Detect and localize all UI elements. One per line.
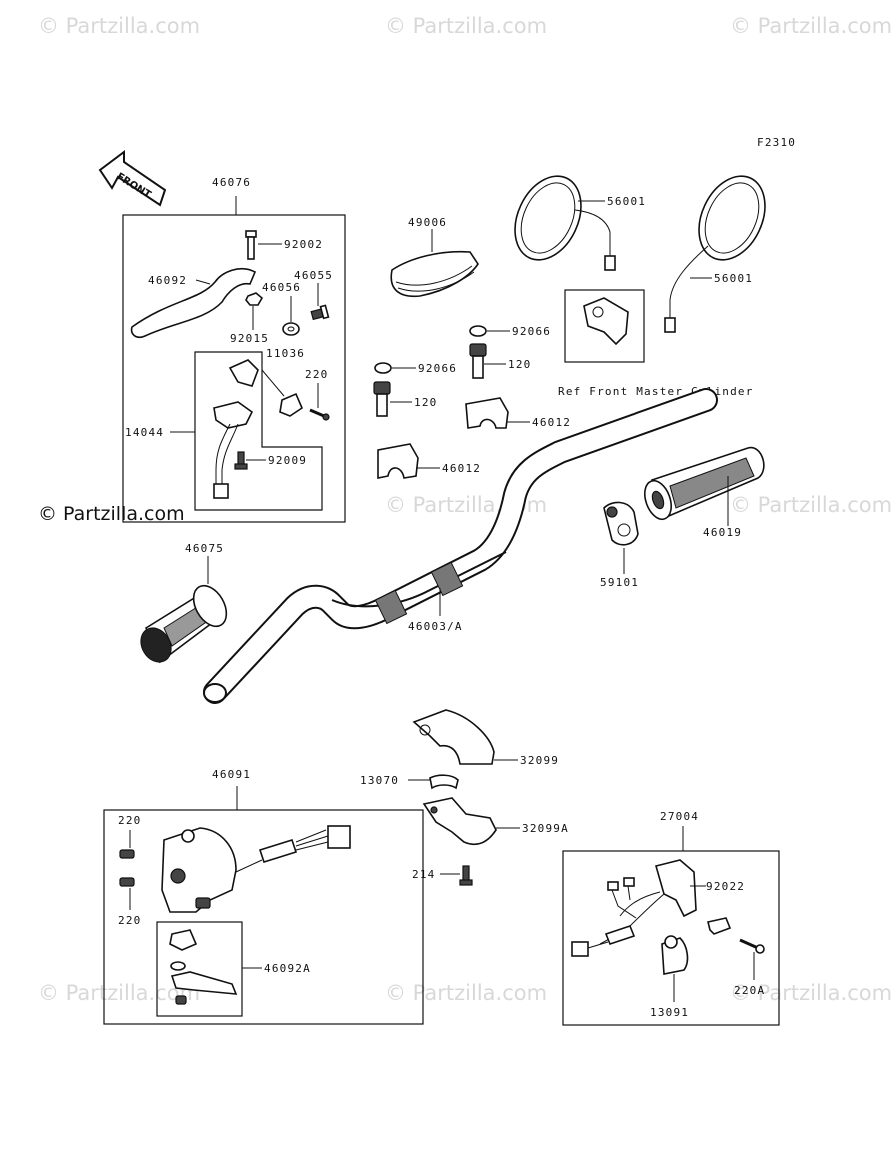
throttle-grip-icon xyxy=(644,447,765,521)
part-label: 14044 xyxy=(125,426,164,439)
bolt-icon xyxy=(469,343,487,379)
part-label: 46076 xyxy=(212,176,251,189)
part-label: 92009 xyxy=(268,454,307,467)
washer-icon xyxy=(374,362,392,374)
switch-assembly-box xyxy=(194,351,323,511)
clutch-switch-icon xyxy=(213,401,254,499)
part-label: 46055 xyxy=(294,269,333,282)
screw-icon xyxy=(119,877,135,887)
ref-box xyxy=(564,289,645,363)
screw-icon xyxy=(459,865,473,886)
bolt-icon xyxy=(245,230,257,260)
watermark: © Partzilla.com xyxy=(730,981,892,1005)
clutch-lever-icon xyxy=(130,267,257,339)
watermark: © Partzilla.com xyxy=(385,14,547,38)
part-label: 214 xyxy=(412,868,435,881)
watermark: © Partzilla.com xyxy=(730,14,892,38)
part-label: 46092A xyxy=(264,962,311,975)
washer-icon xyxy=(469,325,487,337)
ref-label: Ref Front Master Cylinder xyxy=(558,385,754,398)
part-label: 46019 xyxy=(703,526,742,539)
watermark: © Partzilla.com xyxy=(385,981,547,1005)
mirror-right-icon xyxy=(664,175,766,333)
lever-assembly-group: 46076 14044 92002 46092 92015 46056 xyxy=(122,176,346,523)
handlebar-icon xyxy=(203,388,718,704)
throttle-housing-icon xyxy=(603,501,639,546)
handlebar-switch-icon xyxy=(161,825,351,913)
part-label: 120 xyxy=(414,396,437,409)
screw-icon xyxy=(739,938,765,954)
hand-guard-icon xyxy=(390,250,479,298)
screw-icon xyxy=(309,408,330,421)
washer-icon xyxy=(282,322,300,336)
handlebar-clamp-icon xyxy=(377,443,419,479)
part-label: 220 xyxy=(118,914,141,927)
part-label: 13091 xyxy=(650,1006,689,1019)
switch-housing-lower-icon xyxy=(422,797,497,846)
right-switch-box xyxy=(562,850,780,1026)
part-label: 56001 xyxy=(714,272,753,285)
switch-body-icon xyxy=(661,935,689,975)
part-label: 46003/A xyxy=(408,620,463,633)
watermark: © Partzilla.com xyxy=(38,981,200,1005)
part-label: 49006 xyxy=(408,216,447,229)
lever-assembly-box xyxy=(122,214,346,523)
watermark-dark: © Partzilla.com xyxy=(38,503,185,525)
switch-housing-icon xyxy=(412,709,495,765)
nut-icon xyxy=(245,292,264,306)
part-label: 220A xyxy=(734,984,765,997)
part-label: 46056 xyxy=(262,281,301,294)
part-label: 92002 xyxy=(284,238,323,251)
watermark: © Partzilla.com xyxy=(730,493,892,517)
master-cylinder-ref-group: Ref Front Master Cylinder xyxy=(558,289,754,398)
watermark: © Partzilla.com xyxy=(38,14,200,38)
ring-icon xyxy=(429,774,459,790)
screw-icon xyxy=(119,849,135,859)
handlebar-clamp-icon xyxy=(465,397,509,429)
part-label: 32099 xyxy=(520,754,559,767)
front-arrow-icon: FRONT xyxy=(98,150,167,207)
left-grip-icon xyxy=(140,584,228,664)
part-label: 220 xyxy=(118,814,141,827)
part-label: 59101 xyxy=(600,576,639,589)
part-label: 46075 xyxy=(185,542,224,555)
adjuster-screw-icon xyxy=(310,304,330,321)
part-label: 46092 xyxy=(148,274,187,287)
mirror-left-icon xyxy=(514,175,616,271)
part-label: 92066 xyxy=(512,325,551,338)
screw-icon xyxy=(234,451,248,470)
part-label: 92015 xyxy=(230,332,269,345)
part-label: 220 xyxy=(305,368,328,381)
clip-icon xyxy=(707,917,732,935)
left-switch-box xyxy=(103,809,424,1025)
part-label: 32099A xyxy=(522,822,569,835)
left-switch-group: 46091 220 220 xyxy=(103,768,424,1025)
part-label: 11036 xyxy=(266,347,305,360)
figure-code: F2310 xyxy=(757,136,796,149)
lever-kit-icon xyxy=(169,929,238,1005)
part-label: 13070 xyxy=(360,774,399,787)
part-label: 120 xyxy=(508,358,531,371)
bolt-icon xyxy=(373,381,391,417)
part-label: 46012 xyxy=(442,462,481,475)
part-label: 92066 xyxy=(418,362,457,375)
right-switch-group: 27004 92022 220A 13091 xyxy=(562,810,780,1026)
lever-kit-box xyxy=(156,921,243,1017)
part-label: 46012 xyxy=(532,416,571,429)
bracket-icon xyxy=(228,359,303,417)
part-label: 92022 xyxy=(706,880,745,893)
part-label: 46091 xyxy=(212,768,251,781)
kill-switch-icon xyxy=(571,859,697,957)
part-label: 56001 xyxy=(607,195,646,208)
part-label: 27004 xyxy=(660,810,699,823)
